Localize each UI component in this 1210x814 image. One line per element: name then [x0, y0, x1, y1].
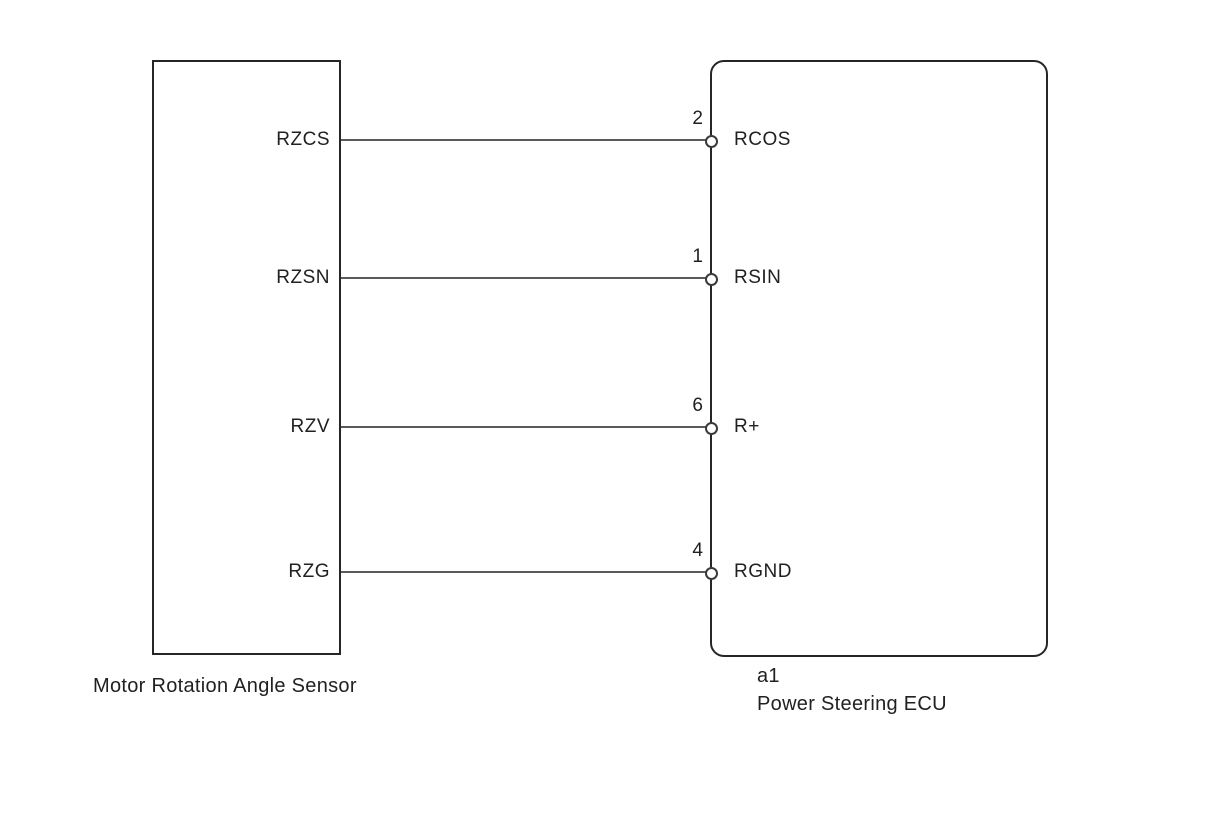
ecu-pin-label-rcos: RCOS	[734, 129, 791, 150]
ecu-pin-number-1: 1	[692, 246, 703, 267]
sensor-pin-label-rzv: RZV	[290, 416, 330, 437]
ecu-caption-text: Power Steering ECU	[757, 693, 947, 715]
ecu-pin-number-6: 6	[692, 395, 703, 416]
ecu-pin-number-4: 4	[692, 540, 703, 561]
pin-connector-circle-icon	[705, 567, 718, 580]
motor-rotation-angle-sensor-box	[152, 60, 341, 655]
sensor-pin-label-rzsn: RZSN	[276, 267, 330, 288]
ecu-connector-id: a1	[757, 665, 780, 687]
ecu-box-caption: a1 Power Steering ECU	[757, 662, 947, 718]
ecu-pin-label-rgnd: RGND	[734, 561, 792, 582]
sensor-box-caption: Motor Rotation Angle Sensor	[93, 675, 357, 697]
ecu-pin-number-2: 2	[692, 108, 703, 129]
wire-rzv-rplus	[341, 426, 706, 428]
sensor-pin-label-rzcs: RZCS	[276, 129, 330, 150]
power-steering-ecu-box	[710, 60, 1048, 657]
wire-rzsn-rsin	[341, 277, 706, 279]
pin-connector-circle-icon	[705, 135, 718, 148]
wire-rzg-rgnd	[341, 571, 706, 573]
pin-connector-circle-icon	[705, 422, 718, 435]
pin-connector-circle-icon	[705, 273, 718, 286]
wire-rzcs-rcos	[341, 139, 706, 141]
sensor-pin-label-rzg: RZG	[288, 561, 330, 582]
ecu-pin-label-rplus: R+	[734, 416, 760, 437]
ecu-pin-label-rsin: RSIN	[734, 267, 782, 288]
